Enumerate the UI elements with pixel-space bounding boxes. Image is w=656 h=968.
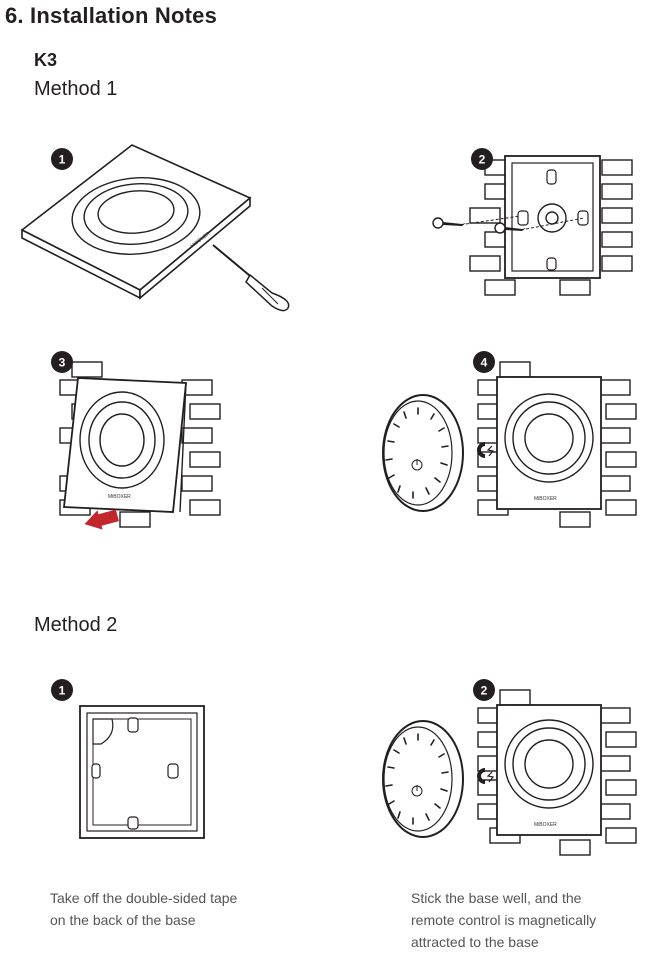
m1-step1-panel: MiBOXER bbox=[20, 144, 252, 300]
svg-text:2: 2 bbox=[481, 684, 488, 698]
svg-text:1: 1 bbox=[59, 684, 66, 698]
caption-step2: Stick the base well, and the remote cont… bbox=[411, 887, 651, 953]
magnet-icon bbox=[477, 768, 495, 784]
badge-m2-2: 2 bbox=[473, 679, 495, 701]
svg-text:MiBOXER: MiBOXER bbox=[108, 494, 131, 500]
m1-step3-wall: MiBOXER bbox=[59, 361, 221, 528]
remote-control bbox=[382, 394, 464, 512]
svg-text:MiBOXER: MiBOXER bbox=[534, 822, 557, 828]
method2-title: Method 2 bbox=[34, 614, 118, 636]
caption-line: remote control is magnetically bbox=[411, 912, 597, 928]
badge-m1-3: 3 bbox=[51, 351, 73, 373]
m2-step1-base bbox=[79, 705, 205, 839]
svg-text:2: 2 bbox=[479, 153, 486, 167]
caption-line: Stick the base well, and the bbox=[411, 890, 582, 906]
method1-title: Method 1 bbox=[34, 78, 118, 100]
screwdriver-icon bbox=[212, 244, 290, 312]
badge-m1-2: 2 bbox=[471, 148, 493, 170]
svg-text:1: 1 bbox=[59, 153, 66, 167]
model-label: K3 bbox=[34, 50, 58, 70]
remote-control bbox=[382, 720, 464, 838]
power-icon bbox=[411, 785, 423, 797]
m2-step2-wall: MiBOXER bbox=[477, 689, 637, 856]
badge-m1-1: 1 bbox=[51, 148, 73, 170]
m1-step4-wall: MiBOXER bbox=[477, 361, 637, 528]
screw-icon bbox=[432, 215, 585, 234]
caption-line: Take off the double-sided tape bbox=[50, 890, 238, 906]
m1-step2-wall bbox=[469, 155, 633, 296]
push-arrow-icon bbox=[84, 509, 119, 530]
magnet-icon bbox=[477, 442, 495, 458]
svg-text:MiBOXER: MiBOXER bbox=[534, 496, 557, 502]
section-heading: 6. Installation Notes bbox=[5, 3, 218, 28]
power-icon bbox=[411, 459, 423, 471]
badge-m1-4: 4 bbox=[473, 351, 495, 373]
svg-text:3: 3 bbox=[59, 356, 66, 370]
caption-line: attracted to the base bbox=[411, 934, 539, 950]
caption-step1: Take off the double-sided tape on the ba… bbox=[50, 887, 310, 931]
svg-text:4: 4 bbox=[481, 356, 488, 370]
badge-m2-1: 1 bbox=[51, 679, 73, 701]
caption-line: on the back of the base bbox=[50, 912, 196, 928]
